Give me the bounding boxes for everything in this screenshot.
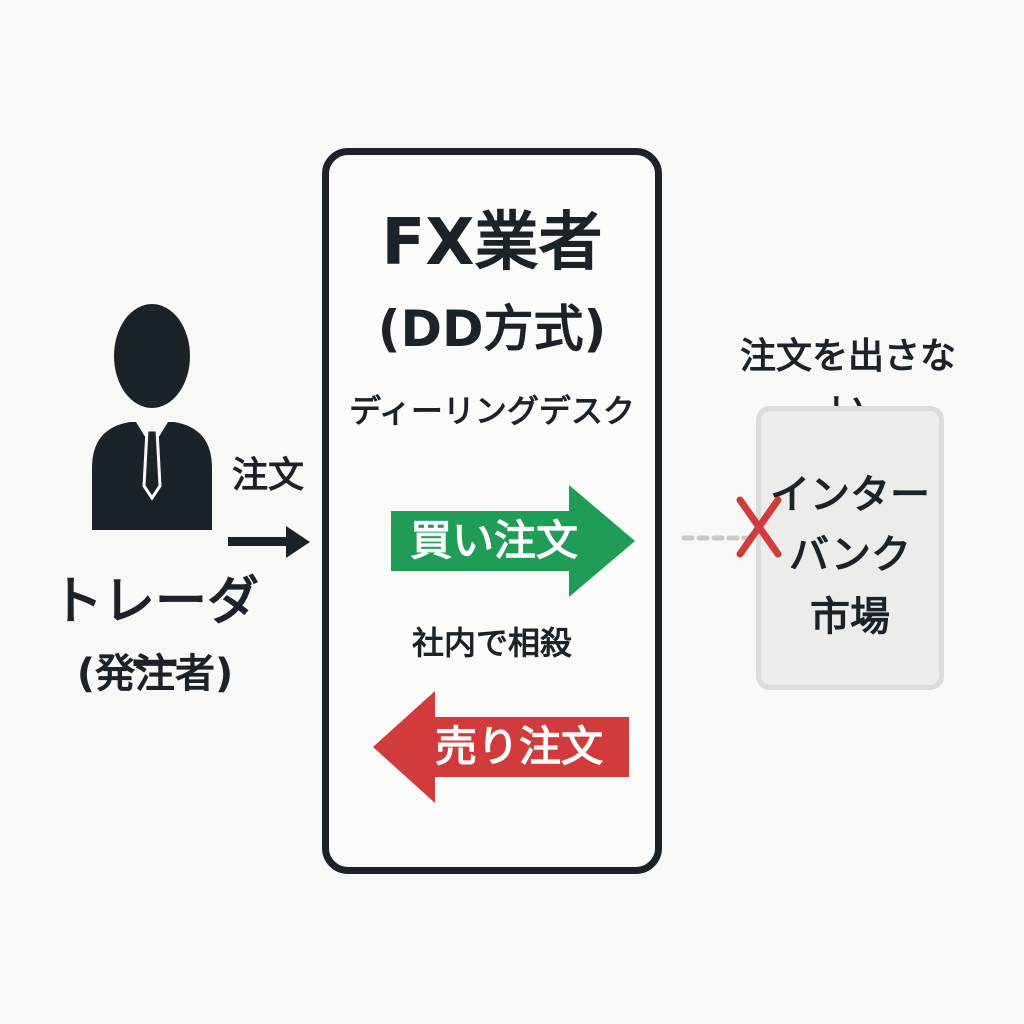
netting-label: 社内で相殺 <box>411 624 572 662</box>
cross-icon <box>736 496 782 558</box>
dealer-method: (DD方式) <box>377 300 607 358</box>
dealer-title: FX業者 <box>381 206 603 280</box>
dealer-box: FX業者 (DD方式) ディーリングデスク 買い注文 社内で相殺 売り注文 <box>322 148 662 874</box>
trader-sub-label: (発注者) <box>76 651 234 697</box>
buy-arrow-icon <box>391 485 635 597</box>
person-icon <box>92 304 212 530</box>
market-label-line2: バンク <box>789 532 911 578</box>
trader-label: トレーダー <box>50 572 259 696</box>
buy-order-label: 買い注文 <box>409 516 578 565</box>
dealing-desk-label: ディーリングデスク <box>349 392 635 430</box>
market-label-line3: 市場 <box>810 594 890 640</box>
sell-arrow-icon <box>373 691 629 803</box>
dotted-connector <box>681 535 759 541</box>
order-label: 注文 <box>231 455 304 496</box>
interbank-market-box: インター バンク 市場 <box>756 406 944 690</box>
sell-order-label: 売り注文 <box>434 722 603 771</box>
order-arrow-icon <box>228 526 310 558</box>
market-label-line1: インター <box>770 472 930 518</box>
